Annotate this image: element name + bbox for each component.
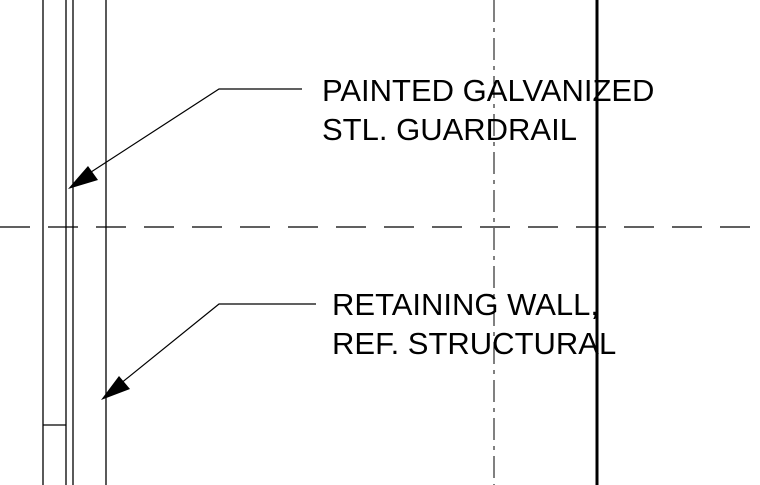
- callout-line: RETAINING WALL,: [332, 287, 599, 322]
- leader-arrowhead: [101, 376, 130, 400]
- callout-line: REF. STRUCTURAL: [332, 326, 616, 361]
- leader-line: [119, 303, 316, 385]
- callout-line: STL. GUARDRAIL: [322, 112, 577, 147]
- callout-retaining-wall: RETAINING WALL, REF. STRUCTURAL: [332, 287, 616, 361]
- wall-section-lines: [42, 0, 107, 485]
- leader-line: [87, 88, 302, 175]
- callout-line: PAINTED GALVANIZED: [322, 73, 654, 108]
- callout-guardrail: PAINTED GALVANIZED STL. GUARDRAIL: [322, 73, 654, 147]
- leader-arrowhead: [68, 166, 98, 189]
- leader-retaining-wall: [101, 303, 316, 400]
- leader-guardrail: [68, 88, 302, 189]
